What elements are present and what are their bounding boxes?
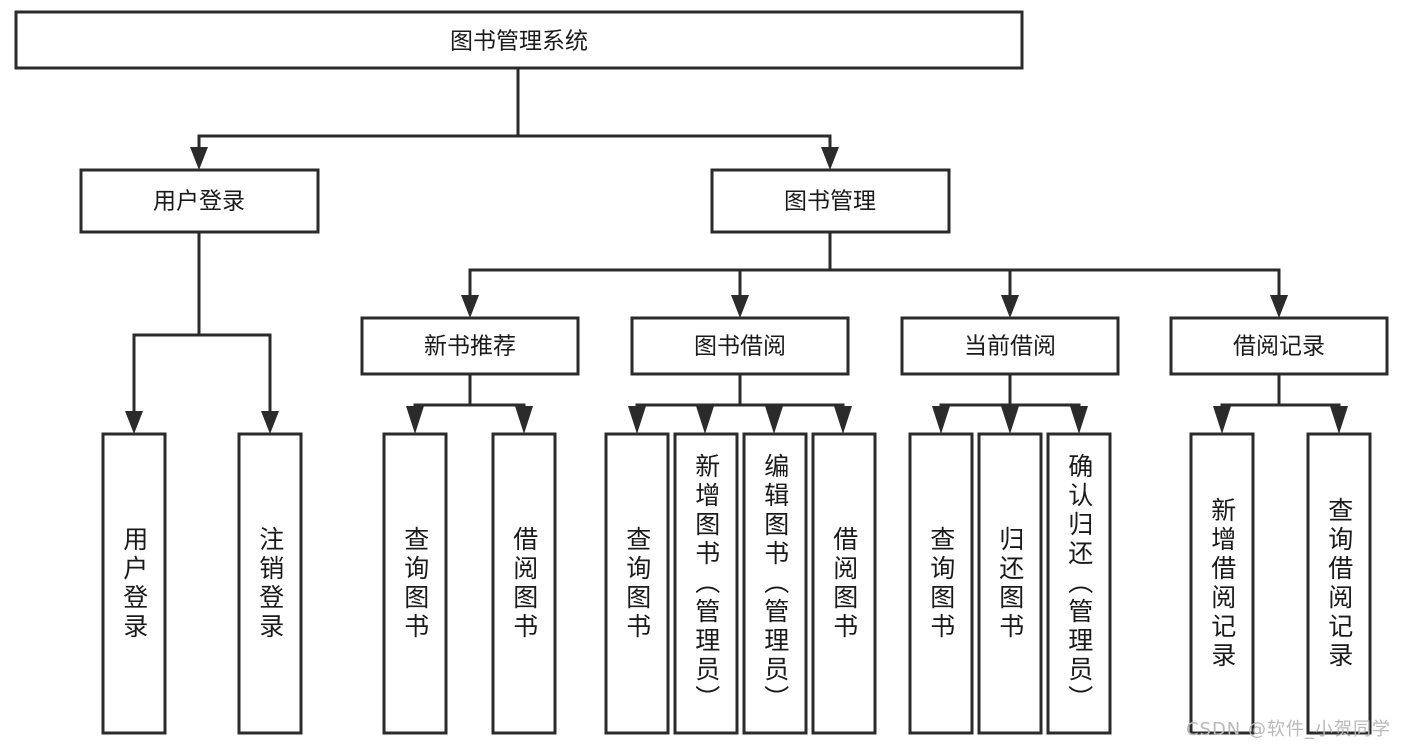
leaf-box-new-book-recommend-2[interactable] — [491, 432, 557, 735]
arrow-head-bookborrow-leaf-2 — [696, 406, 714, 434]
leaf-box-book-borrow-2[interactable] — [673, 432, 739, 735]
csdn-watermark: CSDN @软件_小贺同学 — [1185, 719, 1391, 740]
arrow-head-currentborrow-leaf-3 — [1070, 406, 1088, 434]
arrow-head-bookborrow-leaf-4 — [834, 406, 852, 434]
arrow-head-currentborrow-leaf-2 — [1001, 406, 1019, 434]
leaf-box-book-borrow-4[interactable] — [811, 432, 877, 735]
leaf-box-new-book-recommend-1[interactable] — [382, 432, 448, 735]
arrow-head-newbook-leaf-1 — [406, 406, 424, 434]
arrow-head-bookborrow-leaf-3 — [765, 406, 783, 434]
connector-group-user-login — [125, 230, 279, 434]
connector-group-current-borrow — [932, 372, 1088, 434]
leaf-box-user-login-1[interactable] — [101, 432, 167, 735]
node-book-manage-label: 图书管理 — [784, 189, 876, 215]
leaf-box-borrow-record-2[interactable] — [1306, 432, 1372, 735]
node-book-borrow-label: 图书借阅 — [694, 334, 786, 360]
node-book-borrow-box[interactable] — [630, 316, 850, 376]
arrow-head-newbook-leaf-2 — [515, 406, 533, 434]
node-user-login[interactable]: 用户登录 — [79, 168, 320, 234]
arrow-head-currentborrow-leaf-1 — [932, 406, 950, 434]
arrow-head-bookborrow-leaf-1 — [628, 406, 646, 434]
leaf-box-current-borrow-2[interactable] — [977, 432, 1043, 735]
arrow-head-borrowrecord-leaf-1 — [1213, 406, 1231, 434]
arrow-head-book-manage — [821, 147, 839, 170]
arrow-head-borrowrecord-leaf-2 — [1330, 406, 1348, 434]
arrow-head-new-book-recommend — [461, 295, 479, 318]
connector-group-new-book-recommend — [406, 372, 533, 434]
node-borrow-record-box[interactable] — [1169, 316, 1389, 376]
node-current-borrow-box[interactable] — [900, 316, 1120, 376]
node-new-book-recommend-box[interactable] — [360, 316, 580, 376]
node-new-book-recommend-label: 新书推荐 — [424, 334, 516, 360]
node-user-login-box[interactable] — [79, 168, 320, 234]
node-book-borrow[interactable]: 图书借阅 — [630, 316, 850, 376]
arrow-head-user-login — [190, 147, 208, 170]
arrow-head-leaf-user-login — [125, 411, 143, 434]
leaf-box-current-borrow-1[interactable] — [908, 432, 974, 735]
leaf-box-current-borrow-3[interactable] — [1046, 432, 1112, 735]
node-current-borrow-label: 当前借阅 — [964, 334, 1056, 360]
arrow-head-current-borrow — [1001, 295, 1019, 318]
connector-group-book-borrow — [628, 372, 852, 434]
node-current-borrow[interactable]: 当前借阅 — [900, 316, 1120, 376]
leaf-box-borrow-record-1[interactable] — [1189, 432, 1255, 735]
arrow-head-borrow-record — [1270, 295, 1288, 318]
node-root[interactable]: 图书管理系统 — [14, 10, 1024, 70]
node-new-book-recommend[interactable]: 新书推荐 — [360, 316, 580, 376]
leaf-box-book-borrow-1[interactable] — [604, 432, 670, 735]
node-root-label: 图书管理系统 — [450, 29, 588, 55]
leaf-box-user-login-2[interactable] — [237, 432, 303, 735]
arrow-head-book-borrow — [731, 295, 749, 318]
node-borrow-record[interactable]: 借阅记录 — [1169, 316, 1389, 376]
node-book-manage-box[interactable] — [710, 168, 951, 234]
node-book-manage[interactable]: 图书管理 — [710, 168, 951, 234]
connector-group-book-manage — [461, 230, 1288, 318]
arrow-head-leaf-logout — [261, 411, 279, 434]
node-user-login-label: 用户登录 — [153, 189, 245, 215]
node-root-box[interactable] — [14, 10, 1024, 70]
connector-group-root — [190, 66, 839, 170]
leaf-box-book-borrow-3[interactable] — [742, 432, 808, 735]
connector-group-borrow-record — [1213, 372, 1348, 434]
node-borrow-record-label: 借阅记录 — [1233, 334, 1325, 360]
